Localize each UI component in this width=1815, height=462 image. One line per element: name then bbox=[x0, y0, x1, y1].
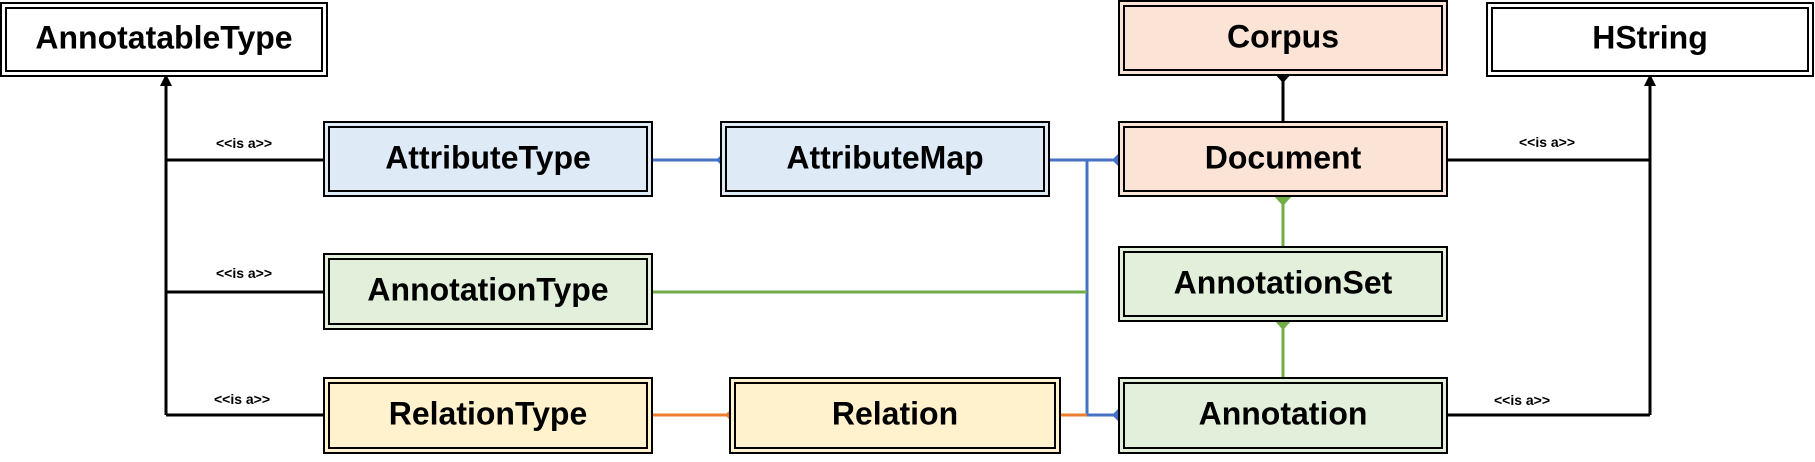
box-label: AnnotationType bbox=[367, 271, 608, 307]
markers bbox=[160, 63, 1656, 424]
isa-label-relationtype: <<is a>> bbox=[214, 391, 270, 407]
isa-label-document: <<is a>> bbox=[1519, 134, 1575, 150]
isa-arrowhead-annotatabletype bbox=[160, 74, 172, 86]
box-annotatabletype[interactable]: AnnotatableType bbox=[0, 2, 328, 77]
box-label: Annotation bbox=[1199, 395, 1368, 431]
box-hstring[interactable]: HString bbox=[1486, 2, 1814, 77]
isa-label-annotation: <<is a>> bbox=[1494, 392, 1550, 408]
box-label: AttributeType bbox=[385, 139, 591, 175]
box-label: RelationType bbox=[389, 395, 588, 431]
box-label: AttributeMap bbox=[786, 139, 983, 175]
isa-labels: <<is a>> <<is a>> <<is a>> <<is a>> <<is… bbox=[214, 134, 1575, 408]
box-annotationset[interactable]: AnnotationSet bbox=[1118, 246, 1448, 322]
box-label: Corpus bbox=[1227, 18, 1339, 54]
box-annotationtype[interactable]: AnnotationType bbox=[323, 253, 653, 330]
box-relationtype[interactable]: RelationType bbox=[323, 377, 653, 454]
isa-arrowhead-hstring bbox=[1644, 74, 1656, 86]
box-annotation[interactable]: Annotation bbox=[1118, 377, 1448, 454]
box-document[interactable]: Document bbox=[1118, 121, 1448, 197]
connectors bbox=[164, 73, 1652, 417]
isa-label-attributetype: <<is a>> bbox=[216, 135, 272, 151]
box-attributemap[interactable]: AttributeMap bbox=[720, 121, 1050, 197]
box-label: AnnotatableType bbox=[35, 19, 292, 55]
box-relation[interactable]: Relation bbox=[729, 377, 1061, 454]
box-label: Relation bbox=[832, 395, 958, 431]
box-label: AnnotationSet bbox=[1174, 264, 1393, 300]
box-attributetype[interactable]: AttributeType bbox=[323, 121, 653, 197]
box-label: HString bbox=[1592, 19, 1708, 55]
isa-label-annotationtype: <<is a>> bbox=[216, 265, 272, 281]
box-label: Document bbox=[1205, 139, 1362, 175]
box-corpus[interactable]: Corpus bbox=[1118, 0, 1448, 76]
